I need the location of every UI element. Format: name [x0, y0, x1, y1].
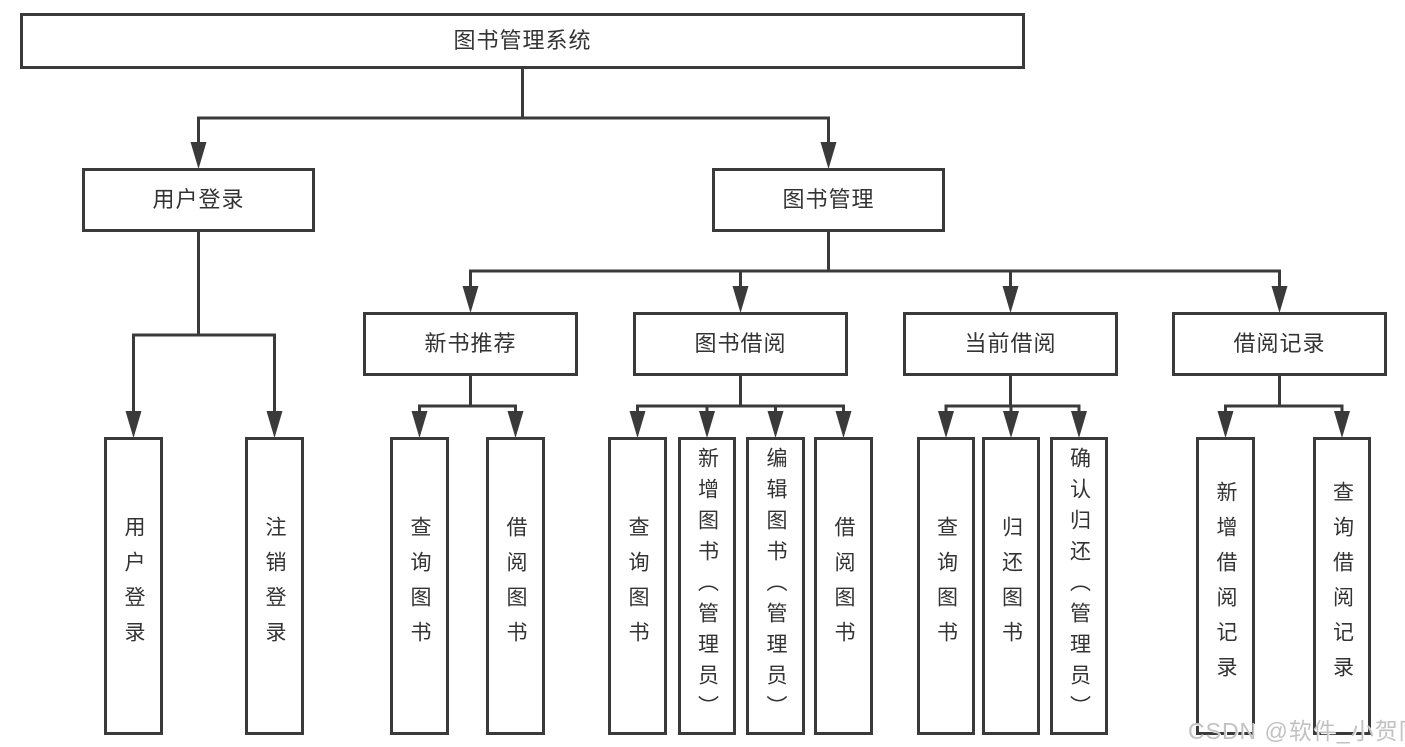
node-nb-query: 查询图书 [390, 437, 449, 735]
node-leaf-user-login: 用户登录 [104, 437, 163, 735]
node-bb-borrow: 借阅图书 [814, 437, 873, 735]
node-br-add: 新增借阅记录 [1196, 437, 1255, 735]
node-cb-return: 归还图书 [982, 437, 1040, 735]
node-current-borrow: 当前借阅 [903, 312, 1118, 376]
node-bb-edit: 编辑图书（管理员） [746, 437, 805, 735]
node-bb-add: 新增图书（管理员） [678, 437, 736, 735]
node-br-query: 查询借阅记录 [1313, 437, 1371, 735]
node-book-mgmt: 图书管理 [712, 168, 945, 232]
node-cb-confirm: 确认归还（管理员） [1050, 437, 1108, 735]
node-nb-borrow: 借阅图书 [486, 437, 545, 735]
node-root: 图书管理系统 [20, 13, 1025, 69]
node-new-book-rec: 新书推荐 [363, 312, 578, 376]
node-cb-query: 查询图书 [917, 437, 975, 735]
node-book-borrow: 图书借阅 [633, 312, 848, 376]
node-leaf-logout: 注销登录 [245, 437, 304, 735]
node-user-login: 用户登录 [82, 168, 315, 232]
node-bb-query: 查询图书 [608, 437, 667, 735]
watermark: CSDN @软件_小贺同学 [1188, 718, 1405, 744]
node-borrow-records: 借阅记录 [1172, 312, 1387, 376]
